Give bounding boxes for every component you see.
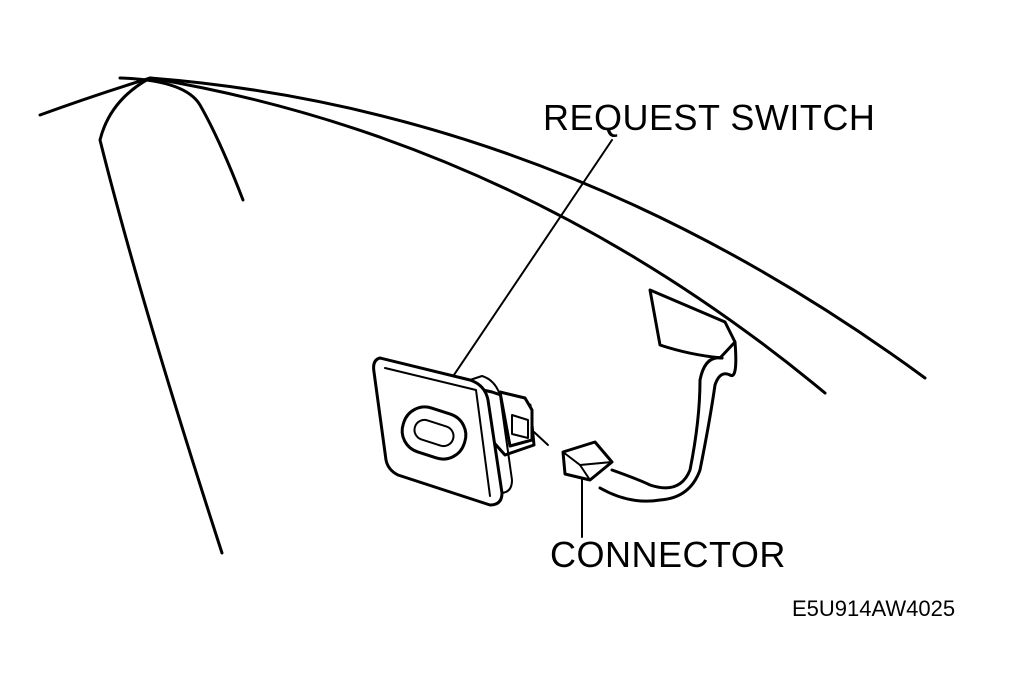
request-switch-body [372, 356, 549, 507]
leader-request-switch [424, 139, 613, 419]
pillar-inner-line [118, 76, 245, 202]
roof-edge-upper [148, 76, 927, 380]
wire-harness [610, 356, 724, 490]
connector-label: CONNECTOR [550, 534, 786, 575]
wire-harness-outer [598, 372, 732, 503]
figure-code: E5U914AW4025 [792, 596, 956, 621]
pillar-outline [38, 76, 224, 555]
wire-bracket [648, 288, 738, 378]
connector-part [561, 440, 614, 482]
roof-edge-lower [148, 76, 827, 395]
request-switch-label: REQUEST SWITCH [543, 97, 876, 138]
